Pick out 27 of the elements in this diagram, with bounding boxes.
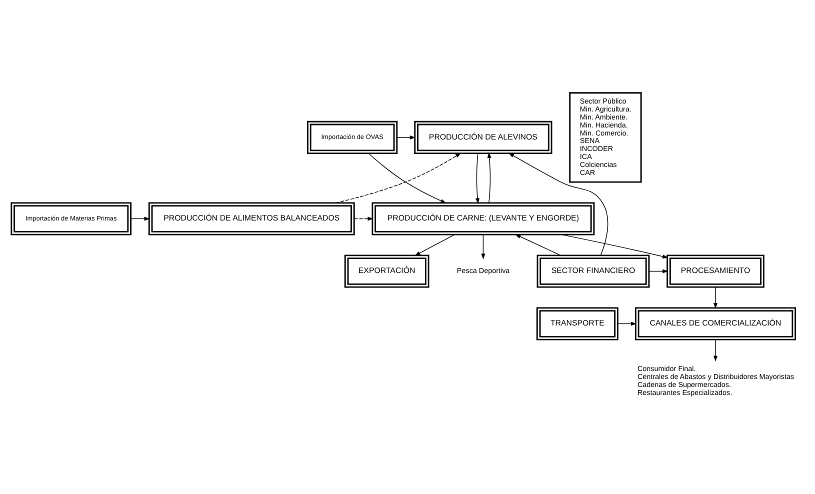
arrow (476, 152, 480, 204)
arrow (487, 152, 492, 203)
arrow (368, 152, 446, 203)
arrow (130, 216, 150, 220)
arrow (414, 234, 455, 256)
node-box: TRANSPORTE (536, 306, 618, 340)
arrow (508, 152, 608, 256)
arrow (713, 338, 718, 361)
node-box: Sector Público Min. Agricultura. Min. Ambiente. Min. Hacienda. Min. Comercio. SENA INCODER ICA Colciencias CAR (569, 92, 642, 182)
node-box: PRODUCCIÓN DE ALIMENTOS BALANCEADOS (148, 202, 355, 235)
node-box: PRODUCCIÓN DE CARNE: (LEVANTE Y ENGORDE) (372, 202, 595, 235)
node-box: PRODUCCIÓN DE ALEVINOS (414, 120, 552, 154)
node-box: PROCESAMIENTO (666, 254, 764, 288)
arrow (514, 234, 561, 256)
node-text: Consumidor Final. Centrales de Abastos y Distribuidores Mayoristas Cadenas de Supermercados. Restaurantes Especializados. (637, 364, 794, 396)
arrow (396, 134, 416, 139)
arrow (354, 216, 374, 220)
arrow (713, 286, 718, 308)
node-box: EXPORTACIÓN (344, 254, 430, 288)
node-box: SECTOR FINANCIERO (536, 254, 650, 288)
arrow (618, 321, 637, 326)
arrow (481, 234, 486, 259)
arrow (648, 268, 668, 273)
node-text: Pesca Deportiva (456, 266, 510, 275)
arrow (335, 152, 462, 203)
arrow (560, 234, 668, 258)
node-box: CANALES DE COMERCIALIZACIÓN (634, 306, 796, 340)
